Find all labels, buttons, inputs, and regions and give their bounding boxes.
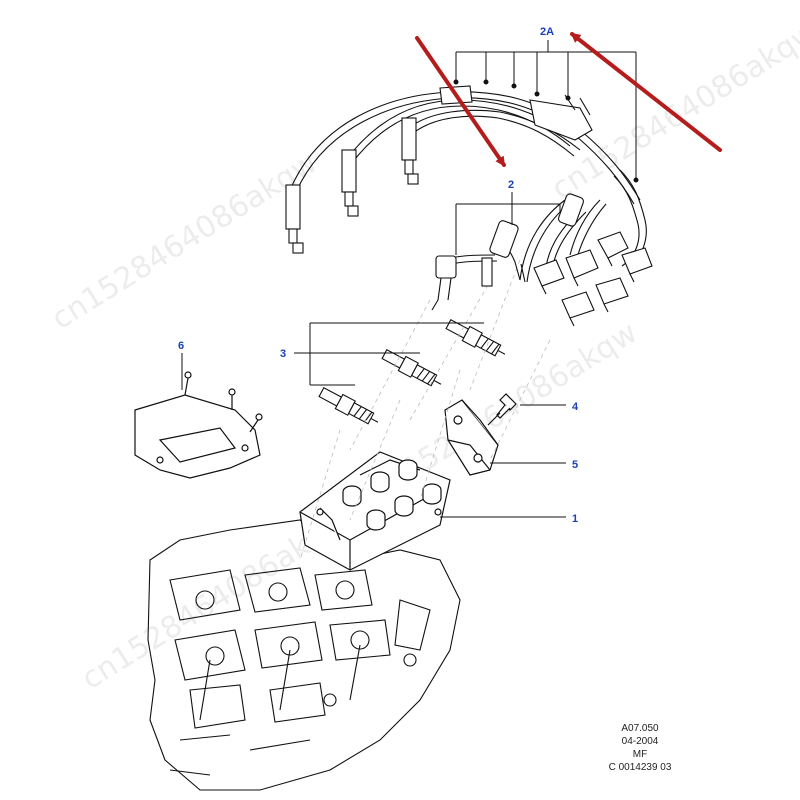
arrow-to-2 xyxy=(415,36,506,167)
red-arrows xyxy=(415,32,722,167)
leader-lines xyxy=(181,40,639,518)
coil-pack xyxy=(299,451,451,571)
bolt xyxy=(487,393,517,426)
callout-2: 2 xyxy=(508,179,514,191)
drawing-info: A07.050 04-2004 MF C 0014239 03 xyxy=(585,722,695,774)
ignition-harness xyxy=(285,85,653,327)
drawing-ref: A07.050 xyxy=(621,723,659,734)
callout-4: 4 xyxy=(572,401,579,413)
watermark: cn1528464086akqw cn1528464086akqw cn1528… xyxy=(46,15,800,697)
coil-bracket xyxy=(444,399,499,476)
svg-text:cn1528464086akqw: cn1528464086akqw xyxy=(46,145,324,337)
spark-plugs xyxy=(318,319,506,425)
callout-6: 6 xyxy=(178,340,184,352)
drawing-date: 04-2004 xyxy=(621,736,659,747)
callout-2A: 2A xyxy=(540,26,554,38)
drawing-code: MF xyxy=(632,749,648,760)
callout-3: 3 xyxy=(280,348,286,360)
alignment-lines xyxy=(299,259,551,561)
engine-block xyxy=(147,519,461,791)
drawing-number: C 0014239 03 xyxy=(608,762,672,773)
callout-5: 5 xyxy=(572,459,578,471)
heat-shield xyxy=(134,371,263,479)
callouts: 2A 2 3 4 5 6 1 xyxy=(178,26,579,525)
arrow-to-2A xyxy=(570,32,722,152)
callout-1: 1 xyxy=(572,513,578,525)
